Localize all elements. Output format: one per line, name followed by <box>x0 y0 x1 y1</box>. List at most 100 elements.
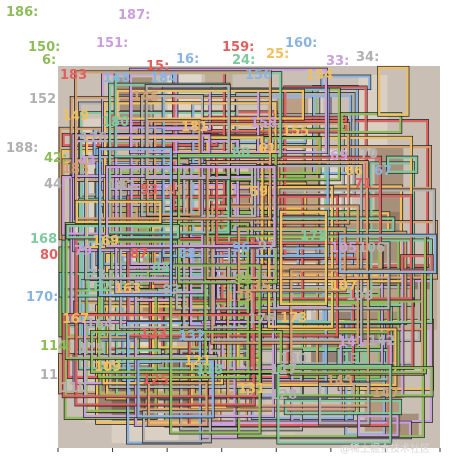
box-index-label: 84 <box>152 261 170 276</box>
box-index-label: 87 <box>130 247 148 262</box>
box-index-label: 150: <box>28 40 60 55</box>
box-frame <box>378 66 409 116</box>
box-index-label: 164 <box>86 317 113 332</box>
box-index-label: 142 <box>368 334 395 349</box>
box-outline <box>189 163 258 218</box>
box-outline <box>276 363 393 445</box>
box-outline <box>161 87 330 258</box>
box-index-label: 109 <box>94 360 121 375</box>
box-outline <box>203 234 427 375</box>
box-outline <box>114 125 205 295</box>
box-outline <box>97 239 251 380</box>
box-frame <box>211 205 359 344</box>
box-index-label: 181 <box>181 120 208 135</box>
box-index-label: 71 <box>354 177 372 192</box>
box-outline <box>90 330 283 374</box>
box-index-label: 115 <box>78 342 105 357</box>
box-index-label: 35 <box>252 280 270 295</box>
box-index-label: 118 <box>196 363 223 378</box>
box-index-label: 25: <box>266 47 289 62</box>
box-index-label: 183 <box>60 68 87 83</box>
watermark-text: @稀土掘金技术社区 <box>340 442 430 455</box>
overlapping-box-grid <box>58 65 438 445</box>
box-index-label: 158 <box>250 116 277 131</box>
box-index-label: 180 <box>102 115 129 130</box>
box-frame <box>75 200 162 224</box>
box-index-label: 156 <box>245 68 272 83</box>
box-index-label: 143 <box>326 374 353 389</box>
box-outline <box>289 268 424 376</box>
box-outline <box>182 164 364 342</box>
box-index-label: 182 <box>108 179 135 194</box>
box-frame <box>75 71 272 220</box>
box-index-label: 66 <box>345 164 363 179</box>
box-outline <box>98 147 173 297</box>
box-index-label: 123 <box>140 327 167 342</box>
box-index-label: 141 <box>338 335 365 350</box>
box-index-label: 132 <box>178 329 205 344</box>
box-index-label: 33: <box>326 54 349 69</box>
box-index-label: 159: <box>222 40 254 55</box>
box-index-label: 138 <box>342 352 369 367</box>
box-outline <box>377 65 410 117</box>
box-outline <box>339 112 403 134</box>
box-index-label: 173 <box>280 311 307 326</box>
box-frame <box>386 156 418 173</box>
box-index-label: 61 <box>258 142 276 157</box>
box-index-label: 154 <box>306 68 333 83</box>
box-frame <box>169 264 261 434</box>
box-index-label: 163 <box>114 282 141 297</box>
box-frame <box>318 382 370 425</box>
box-frame <box>190 163 257 217</box>
box-frame <box>66 224 180 239</box>
box-index-label: 128 <box>270 388 297 403</box>
box-outline <box>58 271 217 298</box>
box-index-label: 184 <box>150 71 177 86</box>
box-outline <box>214 155 382 245</box>
box-index-label: 34: <box>356 50 379 65</box>
box-outline <box>108 268 277 389</box>
box-outline <box>338 233 438 274</box>
box-index-label: 186: <box>6 5 38 20</box>
box-index-label: 108 <box>346 289 373 304</box>
box-index-label: 155 <box>282 124 309 139</box>
box-index-label: 79 <box>74 244 92 259</box>
box-outline <box>320 74 372 91</box>
box-frame <box>215 156 382 244</box>
box-index-label: 145 <box>132 90 159 105</box>
box-outline <box>226 264 370 408</box>
box-frame <box>204 235 427 374</box>
box-outline <box>144 84 231 180</box>
box-index-label: 59 <box>250 185 268 200</box>
box-outline <box>210 204 360 345</box>
box-index-label: 70 <box>360 147 378 162</box>
box-index-label: 16: <box>176 52 199 67</box>
box-index-label: 47 <box>165 184 183 199</box>
box-outline <box>279 209 328 306</box>
box-index-label: 42: <box>44 151 67 166</box>
box-index-label: 6: <box>42 53 56 68</box>
box-outline <box>169 263 262 435</box>
box-index-label: 168 <box>30 232 57 247</box>
box-outline <box>142 410 212 444</box>
box-frame <box>147 382 208 426</box>
box-index-label: 148 <box>103 71 130 86</box>
box-index-label: 187: <box>118 8 150 23</box>
box-index-label: 96 <box>232 241 250 256</box>
box-index-label: 110 <box>60 381 87 396</box>
box-index-label: 83 <box>162 283 180 298</box>
box-index-labels: 186:187:150:151:6:15:16:159:25:160:24:33… <box>6 5 399 403</box>
box-index-label: 53 <box>140 183 158 198</box>
box-index-label: 114: <box>40 339 72 354</box>
box-index-label: 188: <box>6 141 38 156</box>
box-outline <box>61 313 263 399</box>
box-index-label: 97 <box>258 239 276 254</box>
box-index-label: 43 <box>78 154 96 169</box>
box-index-label: 152 <box>29 92 56 107</box>
box-index-label: 69 <box>330 149 348 164</box>
box-outline <box>65 224 180 240</box>
box-index-label: 24: <box>232 53 255 68</box>
box-frame <box>145 84 230 180</box>
box-frame <box>279 210 328 306</box>
box-index-label: 185 <box>62 162 89 177</box>
